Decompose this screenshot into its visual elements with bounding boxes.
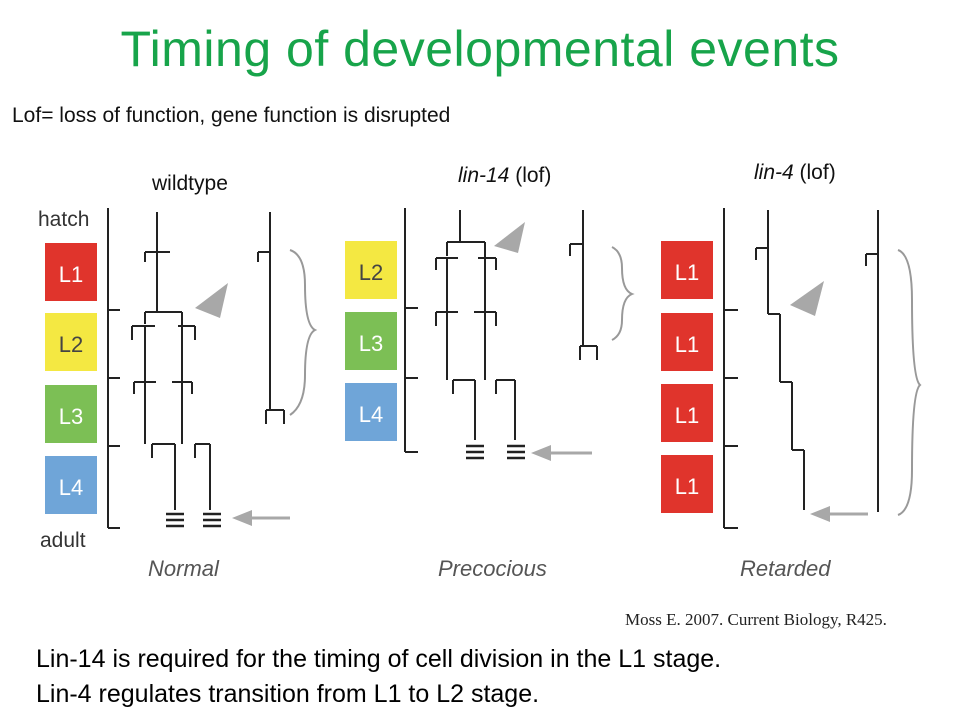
stage-box-wt-2-label: L3 bbox=[59, 404, 83, 429]
stage-box-l4-0-bg bbox=[661, 241, 713, 299]
stage-box-l14-0: L2 bbox=[345, 241, 397, 299]
division-arrowhead-lin4 bbox=[790, 281, 824, 316]
timeline-axis-lin4 bbox=[723, 208, 738, 529]
timeline-axis-wildtype bbox=[107, 208, 120, 529]
adult-arrow-lin14-head bbox=[531, 445, 551, 461]
stage-box-wt-0-label: L1 bbox=[59, 262, 83, 287]
header-wildtype-text: wildtype bbox=[152, 172, 228, 195]
brace-lin4 bbox=[897, 249, 922, 516]
lineage-branch bbox=[257, 251, 270, 262]
stage-box-l4-2: L1 bbox=[661, 384, 713, 442]
adult-arrow-lin4-head bbox=[810, 506, 830, 522]
stage-box-l4-1: L1 bbox=[661, 313, 713, 371]
header-lin14-gene: lin-14 bbox=[458, 164, 510, 187]
stage-box-l14-1-label: L3 bbox=[359, 331, 383, 356]
lineage-branch bbox=[792, 449, 805, 462]
stage-box-wt-0: L1 bbox=[45, 243, 97, 301]
stage-box-wt-2: L3 bbox=[45, 385, 97, 443]
stage-box-l4-2-bg bbox=[661, 384, 713, 442]
stage-box-l4-1-label: L1 bbox=[675, 332, 699, 357]
adult-arrow-lin14 bbox=[531, 445, 592, 461]
lineage-diagram: hatch adult L1 L2 L3 L4 L2 L3 L4 L1 L1 L… bbox=[38, 208, 922, 581]
terminal-mark bbox=[166, 512, 184, 528]
stage-box-l14-2: L4 bbox=[345, 383, 397, 441]
division-arrowhead-wildtype bbox=[195, 283, 228, 318]
stage-box-l4-1-bg bbox=[661, 313, 713, 371]
caption-normal: Normal bbox=[148, 556, 220, 581]
lineage-branch bbox=[495, 379, 515, 394]
lineage-branch bbox=[478, 257, 497, 270]
lineage-branch bbox=[780, 381, 793, 394]
lineage-branch bbox=[178, 325, 196, 340]
stage-box-wt-1: L2 bbox=[45, 313, 97, 371]
lineage-branch bbox=[151, 443, 175, 458]
stage-box-wt-3: L4 bbox=[45, 456, 97, 514]
adult-arrow-lin4 bbox=[810, 506, 868, 522]
stage-box-l4-3-label: L1 bbox=[675, 474, 699, 499]
header-lin14: lin-14 (lof) bbox=[458, 164, 551, 188]
lof-definition: Lof= loss of function, gene function is … bbox=[12, 104, 451, 127]
terminal-mark bbox=[466, 444, 484, 460]
note-lin14: Lin-14 is required for the timing of cel… bbox=[36, 645, 722, 673]
cell-lineage-wildtype bbox=[131, 212, 285, 510]
stage-box-l14-0-label: L2 bbox=[359, 260, 383, 285]
terminal-mark bbox=[203, 512, 221, 528]
stage-box-l14-2-label: L4 bbox=[359, 402, 383, 427]
lineage-branch bbox=[131, 325, 155, 340]
terminal-mark bbox=[507, 444, 525, 460]
stage-box-wt-1-label: L2 bbox=[59, 332, 83, 357]
stage-box-wt-0-bg bbox=[45, 243, 97, 301]
stage-box-l14-0-bg bbox=[345, 241, 397, 299]
stage-box-wt-2-bg bbox=[45, 385, 97, 443]
timeline-end-label: adult bbox=[40, 529, 86, 552]
header-lin4-suffix: (lof) bbox=[793, 161, 836, 184]
lineage-branch bbox=[768, 313, 781, 326]
caption-precocious: Precocious bbox=[438, 556, 547, 581]
stage-box-wt-1-bg bbox=[45, 313, 97, 371]
lineage-branch bbox=[265, 409, 285, 424]
lineage-branch bbox=[194, 443, 210, 458]
stage-box-wt-3-bg bbox=[45, 456, 97, 514]
stage-box-wt-3-label: L4 bbox=[59, 475, 83, 500]
header-wildtype: wildtype bbox=[152, 172, 228, 196]
brace-lin14 bbox=[611, 246, 635, 341]
timeline-axis-lin14 bbox=[404, 208, 418, 453]
header-lin4-gene: lin-4 bbox=[754, 161, 794, 184]
citation: Moss E. 2007. Current Biology, R425. bbox=[625, 610, 887, 629]
terminal-division-lin14 bbox=[466, 444, 525, 460]
lineage-branch bbox=[579, 345, 598, 360]
stage-box-l4-2-label: L1 bbox=[675, 403, 699, 428]
stage-box-l4-0: L1 bbox=[661, 241, 713, 299]
header-lin4: lin-4 (lof) bbox=[754, 161, 836, 185]
stage-box-l14-1: L3 bbox=[345, 312, 397, 370]
adult-arrow-wildtype bbox=[232, 510, 290, 526]
terminal-division-wildtype bbox=[166, 512, 221, 528]
cell-lineage-lin4 bbox=[755, 210, 879, 512]
stage-box-l14-1-bg bbox=[345, 312, 397, 370]
lineage-branch bbox=[446, 241, 485, 256]
slide-title: Timing of developmental events bbox=[120, 21, 840, 77]
caption-retarded: Retarded bbox=[740, 556, 831, 581]
note-lin4: Lin-4 regulates transition from L1 to L2… bbox=[36, 680, 540, 708]
lineage-branch bbox=[452, 379, 475, 394]
stage-box-l4-3: L1 bbox=[661, 455, 713, 513]
stage-box-l4-0-label: L1 bbox=[675, 260, 699, 285]
header-lin14-suffix: (lof) bbox=[509, 164, 552, 187]
cell-lineage-lin14 bbox=[435, 210, 598, 440]
lineage-branch bbox=[569, 243, 583, 256]
stage-box-l4-3-bg bbox=[661, 455, 713, 513]
timeline-start-label: hatch bbox=[38, 208, 89, 231]
adult-arrow-wildtype-head bbox=[232, 510, 252, 526]
lineage-branch bbox=[755, 247, 768, 260]
lineage-branch bbox=[865, 253, 878, 266]
brace-wildtype bbox=[289, 249, 318, 416]
stage-box-l14-2-bg bbox=[345, 383, 397, 441]
lineage-branch bbox=[144, 311, 182, 324]
division-arrowhead-lin14 bbox=[494, 222, 525, 253]
